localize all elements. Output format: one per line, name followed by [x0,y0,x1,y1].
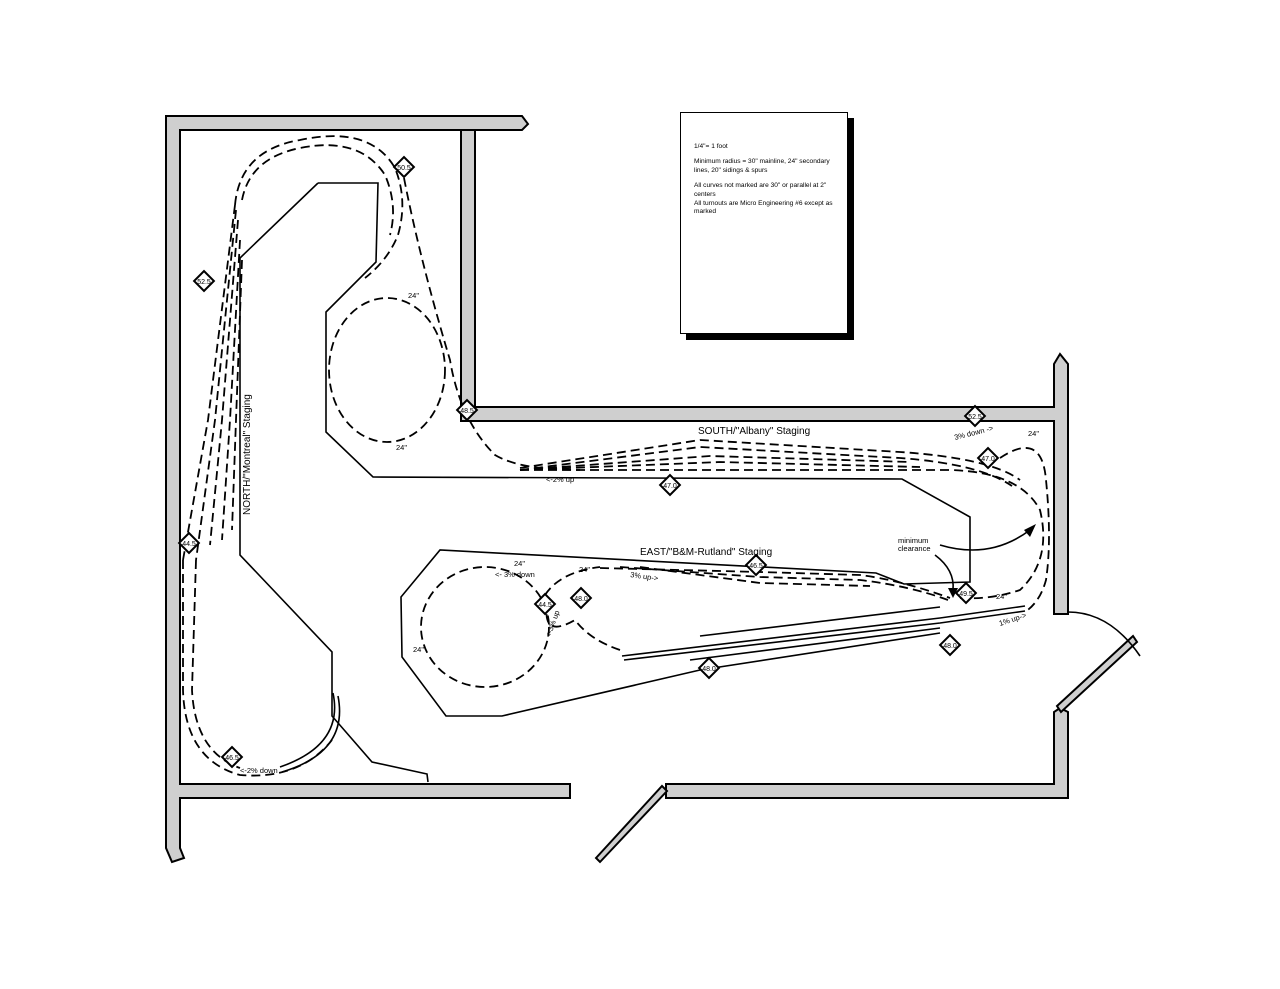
svg-text:48.0: 48.0 [702,666,716,673]
svg-text:47.0: 47.0 [981,456,995,463]
elevation-marker: 49.5 [954,581,978,605]
east-staging-label: EAST/"B&M-Rutland" Staging [640,547,772,558]
south-main-loop [520,469,1045,600]
elevation-marker: 47.0 [976,446,1000,470]
east-staging-track-2 [619,566,949,601]
north-upper-loop [234,135,404,279]
north-staging-track-3 [209,219,239,546]
door-open-bottom [594,784,669,864]
north-staging-track-5 [231,259,243,531]
svg-text:48.0: 48.0 [574,596,588,603]
elevation-marker: 44.5 [177,531,201,555]
benchwork-outlines [239,182,1026,783]
clearance-arrowhead-right [1024,524,1036,537]
elevation-marker: 48.5 [455,398,479,422]
svg-text:46.5: 46.5 [225,755,239,762]
elevation-marker: 44.5 [533,592,557,616]
clearance-arrowhead-down [948,588,958,598]
elevation-marker: 52.5 [963,404,987,428]
elevation-marker: 48.0 [938,633,962,657]
north-loop-inner-rail [279,692,336,768]
svg-text:49.5: 49.5 [959,591,973,598]
north-upper-loop-inner [241,144,394,236]
radius-label: 24" [996,592,1007,601]
north-staging-track-2 [195,209,237,561]
radius-label: 24" [579,565,590,574]
lower-s-curve [544,566,621,651]
svg-text:44.5: 44.5 [538,602,552,609]
radius-label: 24" [408,291,419,300]
elevation-marker: 50.5 [392,155,416,179]
door-open-right [1055,634,1139,714]
east-siding-1 [621,605,1026,657]
wall-left [165,115,571,864]
svg-text:50.5: 50.5 [397,165,411,172]
diagram-labels: NORTH/"Montreal" Staging SOUTH/"Albany" … [240,291,1039,775]
svg-text:46.5: 46.5 [749,563,763,570]
east-staging-track-1 [599,567,951,599]
elevation-marker: 48.0 [569,586,593,610]
east-siding-2 [623,610,1026,661]
peninsula-outline [318,182,971,717]
north-staging-track-4 [221,239,241,541]
svg-text:52.5: 52.5 [968,414,982,421]
elevation-markers: 50.5 52.5 48.5 44.5 46.5 52.5 47.0 47.0 [177,155,1000,769]
elevation-marker: 52.5 [192,269,216,293]
lower-helix-oval [420,566,550,688]
room-walls [165,115,1141,864]
south-staging-track-1 [519,439,1021,481]
clearance-arrow-right [939,529,1031,551]
plan-notes-box: 1/4"= 1 foot Minimum radius = 30" mainli… [680,112,848,334]
door-swing-arc [1067,611,1141,657]
upper-helix-oval [328,297,446,443]
radius-label: 24" [1028,429,1039,438]
turnouts-note: All turnouts are Micro Engineering #6 ex… [694,200,833,216]
north-peninsula-outline [239,182,429,783]
south-staging-track-2 [519,446,1013,487]
grade-label: <-2% down [240,766,278,775]
wall-bottom-right [665,706,1069,799]
grade-label: <- 3% down [495,570,535,579]
mainline-descending [403,177,581,471]
south-staging-label: SOUTH/"Albany" Staging [698,426,810,437]
elevation-marker: 46.5 [220,745,244,769]
clearance-arrow-down [934,554,954,591]
minimum-clearance-label: minimum [898,536,928,545]
svg-text:47.0: 47.0 [663,483,677,490]
track-lines [182,135,1050,777]
wall-inner-divider [460,129,1069,615]
svg-text:48.5: 48.5 [460,408,474,415]
elevation-marker: 47.0 [658,473,682,497]
grade-label: <-2% up [546,475,574,484]
radius-label: 24" [514,559,525,568]
minimum-clearance-label-2: clearance [898,544,931,553]
annotation-arrows [934,524,1036,598]
north-lower-loop-inner [191,559,241,769]
radius-note: Minimum radius = 30" mainline, 24" secon… [694,158,830,174]
radius-label: 24" [413,645,424,654]
svg-text:48.0: 48.0 [943,643,957,650]
scale-note: 1/4"= 1 foot [694,143,728,150]
elevation-marker: 48.0 [697,656,721,680]
curves-note: All curves not marked are 30" or paralle… [694,182,827,198]
radius-label: 24" [396,443,407,452]
svg-text:44.5: 44.5 [182,541,196,548]
north-staging-track-1 [182,204,236,561]
south-staging-track-3 [519,455,911,471]
elevation-marker: 46.5 [744,553,768,577]
svg-text:52.5: 52.5 [197,279,211,286]
east-siding-4 [699,606,941,637]
grade-label: 3% up-> [630,570,660,583]
south-return-loop [999,447,1050,613]
south-staging-track-4 [519,461,921,471]
east-siding-3 [689,627,941,661]
north-lower-loop [182,560,333,777]
north-staging-label: NORTH/"Montreal" Staging [242,394,253,515]
